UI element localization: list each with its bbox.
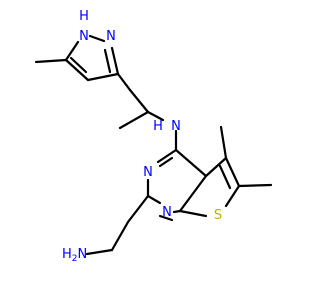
atom-amine-nh-h: H (153, 119, 163, 134)
bond-pyrazole-c3-c4 (86, 72, 120, 82)
atom-amine-nh: N (171, 119, 181, 134)
bond-pyrazole-n2-c3-double (103, 48, 112, 74)
bond-c5-c6 (224, 156, 241, 188)
bond-ch2b-nh2 (85, 248, 114, 256)
bond-c2-n1 (146, 194, 162, 205)
bond-c6-s (224, 184, 241, 208)
atom-primary-amine-n: N (78, 247, 88, 262)
bonds (34, 34, 273, 256)
atom-primary-amine: H2N (62, 247, 87, 264)
bond-pyrazole-c4-c5 (64, 58, 90, 82)
bond-c2-ch2a (126, 194, 150, 224)
bond-pyrazole-c4-c5-double (69, 56, 88, 74)
bond-n1-c7a-double (158, 214, 174, 222)
bond-c5-methyl (219, 125, 228, 160)
molecule-structure: H N N H N N N S H2N (34, 9, 273, 264)
atom-pyrazole-n: N (106, 29, 116, 44)
bond-c7a-c4a (178, 174, 208, 213)
atom-pyrazole-nh-h: H (79, 9, 89, 24)
bond-ch-methyl (118, 110, 150, 130)
bond-c5-c6-double (218, 164, 232, 190)
bond-ch2-ch (128, 88, 150, 114)
atom-labels: H N N H N N N S H2N (62, 9, 222, 264)
bond-c4-n3-double (158, 156, 174, 168)
bond-methyl-pyrazole (34, 58, 68, 64)
bond-c4-n3 (156, 148, 178, 164)
bond-ch-nh (146, 110, 165, 122)
bond-ch2a-ch2b (110, 220, 130, 252)
atom-pyrazole-nh: N (79, 29, 89, 44)
bond-c4a-c5 (204, 156, 228, 178)
atom-primary-amine-subscript: 2 (72, 254, 78, 264)
bond-s-c7a (178, 209, 208, 218)
atom-pyrimidine-n-upper: N (143, 165, 153, 180)
bond-pyrazole-n1-n2 (88, 34, 106, 43)
bond-pyrazole-c5-n1 (64, 40, 80, 62)
bond-c4a-c4 (174, 148, 208, 178)
bond-pyrazole-n2-c3 (110, 46, 120, 76)
bond-c3-ch2 (116, 72, 132, 92)
atom-primary-amine-h: H (62, 247, 72, 262)
atom-thiophene-s: S (214, 208, 222, 223)
atom-pyrimidine-n-lower: N (162, 205, 172, 220)
bond-c6-methyl (237, 183, 273, 188)
